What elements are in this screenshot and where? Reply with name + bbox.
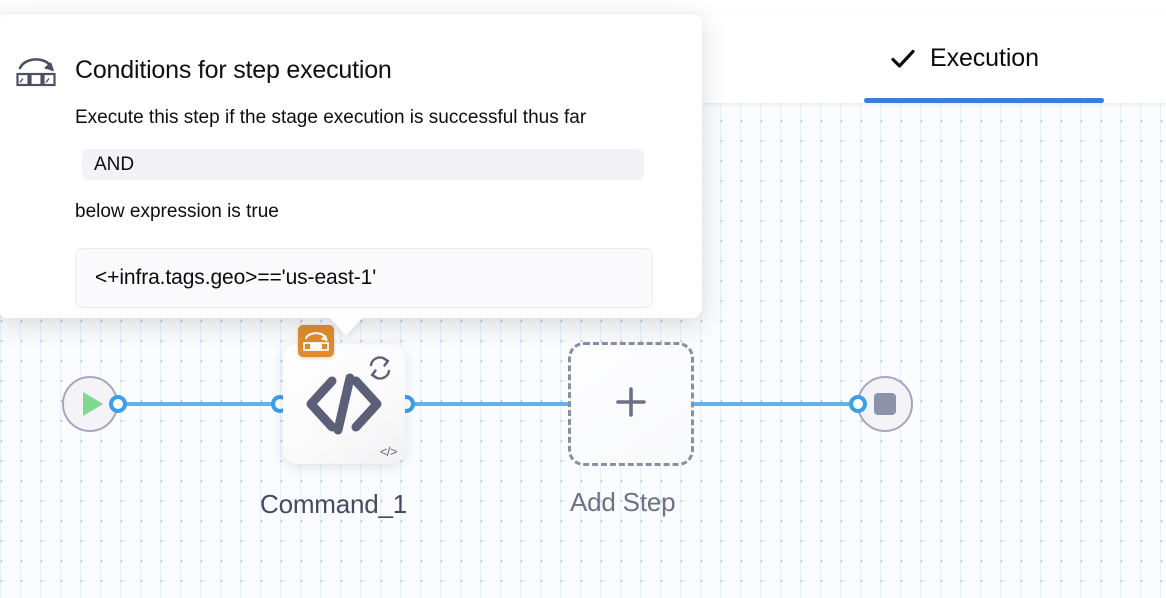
expression-field[interactable]: <+infra.tags.geo>=='us-east-1' [75,248,653,308]
condition-description: below expression is true [75,201,279,222]
loop-retry-icon [365,354,395,387]
conditions-popover: Conditions for step execution Execute th… [0,14,702,318]
code-mini-icon: </> [379,444,398,459]
connector-start-to-step [108,402,288,406]
stop-icon [874,393,896,415]
check-icon [890,48,916,70]
plus-icon [614,385,648,424]
tab-active-indicator [864,98,1104,103]
add-step-label: Add Step [570,487,676,517]
popover-title: Conditions for step execution [75,56,392,84]
expression-field-value: <+infra.tags.geo>=='us-east-1' [95,266,377,289]
operator-field[interactable]: AND [82,149,644,180]
connector-step-to-addstep [398,402,660,406]
popover-tail [328,316,364,336]
canvas-top-mask [0,0,1166,16]
step-node-command[interactable]: </> [283,344,405,464]
popover-subtitle: Execute this step if the stage execution… [75,107,587,128]
connector-handle-start-out[interactable] [109,395,127,413]
connector-handle-end-in[interactable] [849,395,867,413]
code-icon [283,344,405,464]
step-node-label: Command_1 [260,489,408,519]
conditional-execution-icon [14,52,58,92]
operator-field-value: AND [94,153,135,175]
tab-execution[interactable]: Execution [890,14,1039,103]
play-icon [83,392,103,416]
connector-addstep-to-end [655,402,867,406]
tab-execution-label: Execution [930,44,1039,72]
add-step-button[interactable] [568,342,694,466]
conditional-execution-badge[interactable] [298,325,334,357]
